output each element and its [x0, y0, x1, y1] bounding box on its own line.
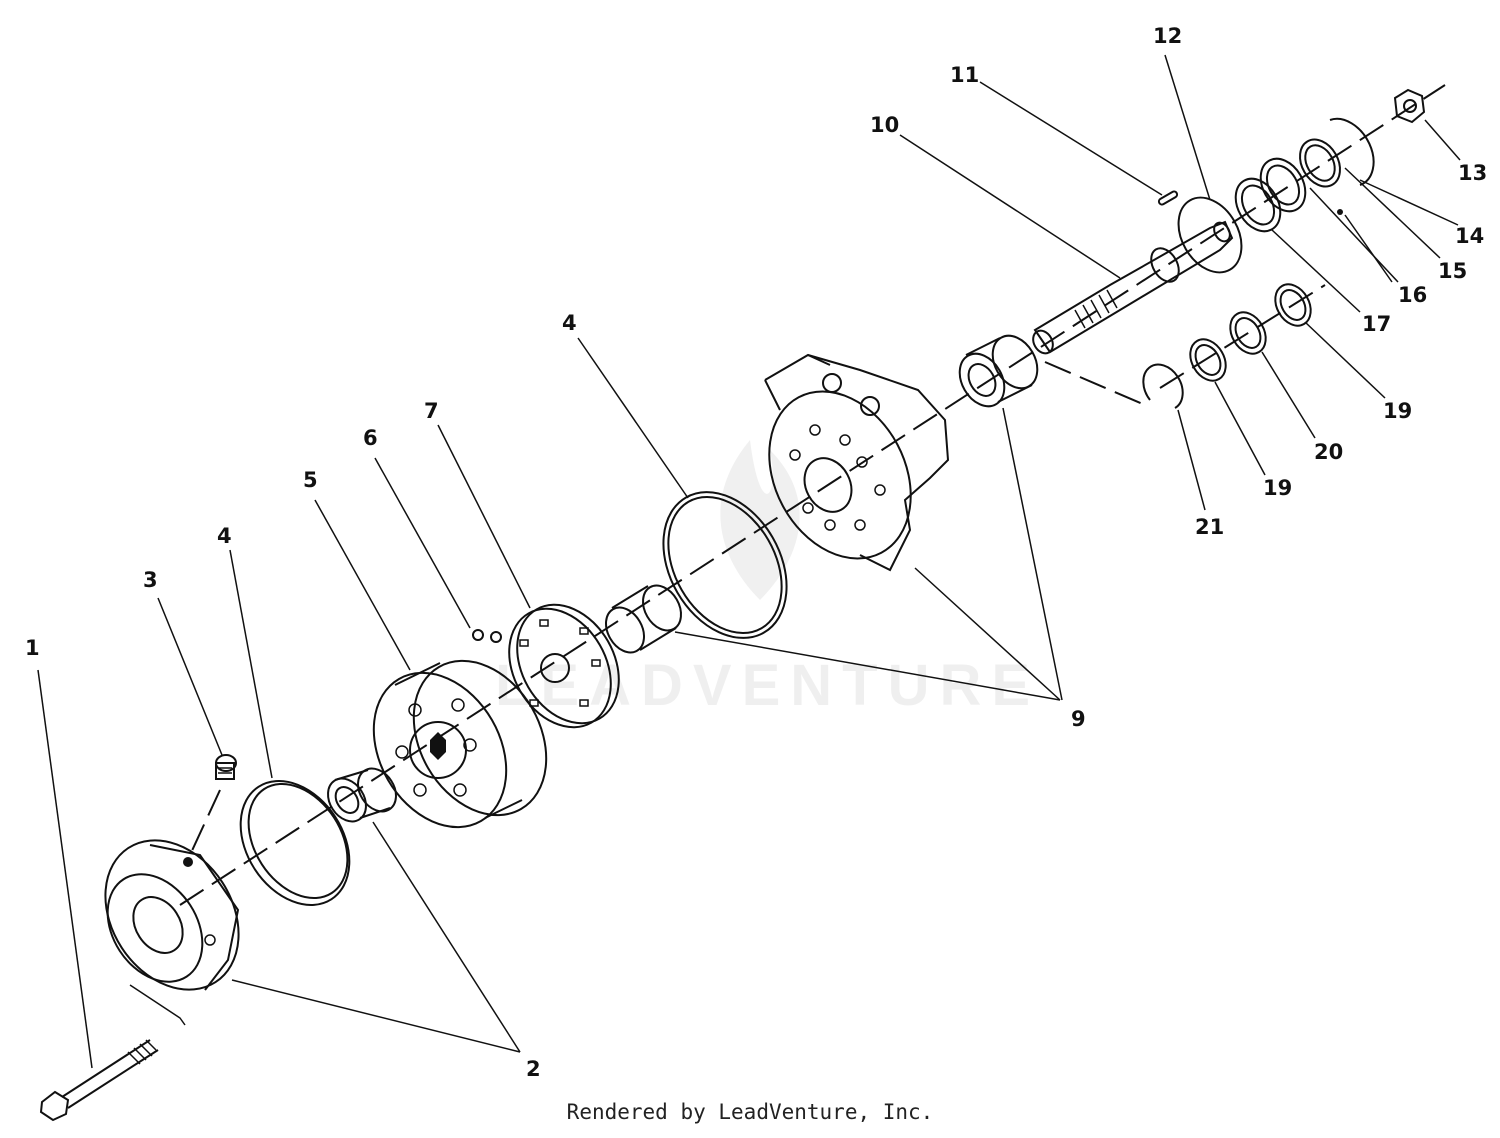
callout-16: 16 [1398, 283, 1427, 307]
callout-4-left: 4 [217, 524, 232, 548]
watermark: LEADVENTURE [495, 440, 1040, 718]
callout-11: 11 [950, 63, 979, 87]
part-bearing-small [327, 767, 397, 823]
part-key [1157, 190, 1179, 206]
part-sleeve [605, 584, 682, 654]
callout-10: 10 [870, 113, 899, 137]
part-oring-right [662, 491, 788, 639]
centerline [179, 84, 1446, 906]
part-end-cover [104, 839, 240, 1026]
callout-13: 13 [1458, 161, 1487, 185]
part-lower-washers [1044, 283, 1326, 409]
part-bearing-housing [958, 334, 1039, 408]
callout-labels: 1 2 3 4 4 5 6 7 9 10 11 12 13 14 15 16 1… [25, 24, 1487, 1081]
callout-15: 15 [1438, 259, 1467, 283]
callout-14: 14 [1455, 224, 1484, 248]
part-check-balls [472, 629, 502, 643]
leader-lines [37, 54, 1461, 1069]
callout-19-right: 19 [1383, 399, 1412, 423]
part-shaft [1032, 220, 1234, 355]
callout-9: 9 [1071, 707, 1086, 731]
part-snap-ring [1177, 196, 1243, 274]
part-plug [189, 754, 237, 856]
part-ring-stack [1234, 117, 1375, 233]
callout-17: 17 [1362, 312, 1391, 336]
callout-3: 3 [143, 568, 158, 592]
part-oring-left [239, 780, 351, 906]
callout-19-left: 19 [1263, 476, 1292, 500]
callout-21: 21 [1195, 515, 1224, 539]
credit-text: Rendered by LeadVenture, Inc. [566, 1100, 934, 1124]
callout-20: 20 [1314, 440, 1343, 464]
part-housing [764, 353, 950, 572]
part-nut [1393, 88, 1426, 124]
watermark-text: LEADVENTURE [495, 653, 1040, 718]
callout-2: 2 [526, 1057, 541, 1081]
part-gerotor [372, 659, 548, 829]
callout-4-right: 4 [562, 311, 577, 335]
callout-5: 5 [303, 468, 318, 492]
part-bolt [39, 1039, 159, 1122]
callout-12: 12 [1153, 24, 1182, 48]
part-valve-plate [508, 603, 620, 729]
callout-7: 7 [424, 399, 439, 423]
callout-6: 6 [363, 426, 378, 450]
callout-1: 1 [25, 636, 40, 660]
